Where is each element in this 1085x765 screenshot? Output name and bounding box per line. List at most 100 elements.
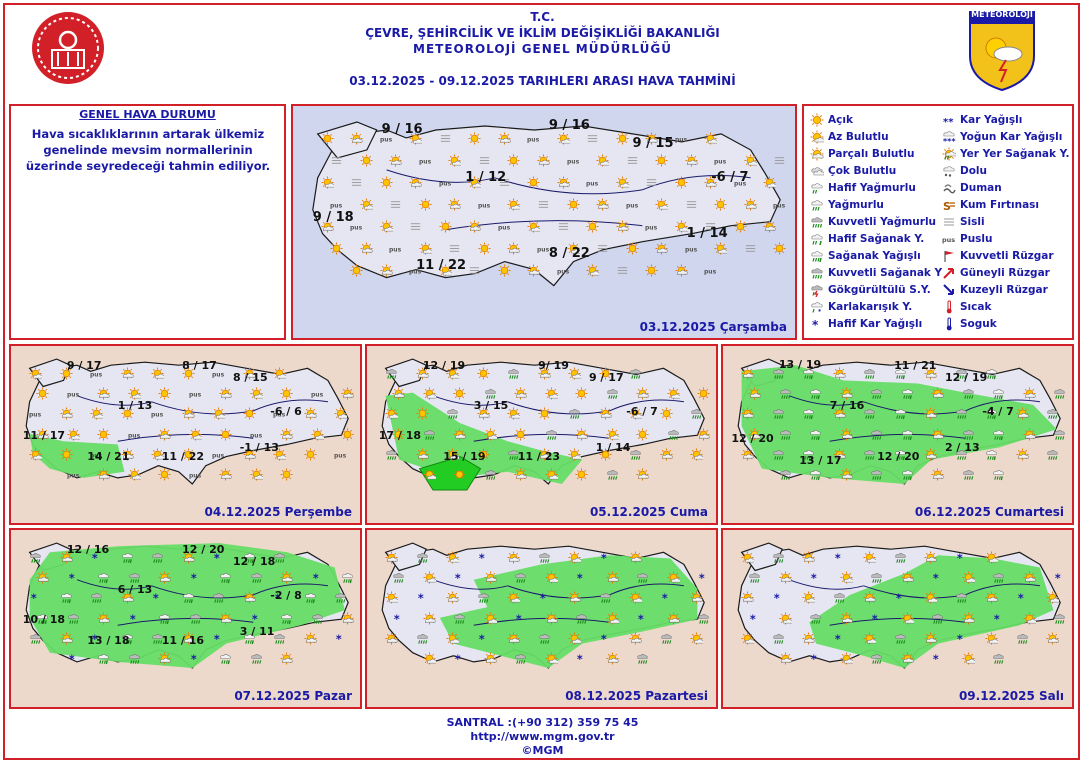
region-boundary	[829, 617, 966, 626]
sun-small-cloud-icon	[507, 405, 522, 424]
svg-text:pus: pus	[773, 202, 786, 209]
partly-cloudy-icon	[645, 130, 658, 149]
light-snow-icon: *	[90, 549, 103, 568]
heavy-shower-icon	[484, 466, 497, 485]
heavy-shower-icon	[809, 610, 822, 629]
region-boundary	[642, 175, 751, 191]
smoke-icon	[942, 181, 956, 195]
sun-icon	[714, 196, 727, 215]
legend-label: Kar Yağışlı	[960, 114, 1023, 126]
heavy-shower-icon	[151, 630, 164, 649]
partly-cloudy-icon	[392, 385, 405, 404]
sun-small-cloud-icon	[29, 446, 44, 465]
heavy-shower-icon	[599, 589, 612, 608]
fog-icon	[557, 218, 570, 237]
svg-text:*: *	[313, 572, 319, 584]
sun-small-cloud-icon	[446, 630, 461, 649]
svg-text:pus: pus	[567, 158, 580, 165]
haze-icon: pus	[773, 196, 786, 215]
sun-icon	[439, 218, 452, 237]
fog-icon	[350, 174, 363, 193]
sun-icon	[498, 262, 511, 281]
sun-small-cloud-icon	[741, 630, 756, 649]
region-boundary	[507, 401, 610, 415]
svg-text:pus: pus	[498, 224, 511, 231]
partly-cloudy-icon	[182, 405, 195, 424]
sun-small-cloud-icon	[360, 196, 375, 215]
partly-cloudy-icon	[690, 589, 704, 608]
heavy-shower-icon	[1053, 610, 1066, 629]
haze-icon: pus	[419, 152, 432, 171]
light-snow-icon: *	[151, 589, 164, 608]
heavy-shower-icon	[392, 569, 405, 588]
svg-text:pus: pus	[250, 432, 263, 439]
temperature-label: 2 / 13	[944, 441, 980, 455]
light-snow-icon: *	[599, 549, 612, 568]
svg-text:*: *	[896, 593, 902, 605]
partly-cloudy-icon	[655, 240, 668, 259]
haze-icon: pus	[67, 466, 80, 485]
light-snow-icon: *	[250, 610, 263, 629]
temperature-label: 11 / 23	[517, 450, 561, 464]
partly-cloudy-icon	[840, 426, 853, 445]
svg-text:*: *	[872, 613, 878, 625]
heavy-shower-icon	[250, 569, 263, 588]
legend-label: Soguk	[960, 318, 997, 330]
sun-small-cloud-icon	[714, 240, 729, 259]
partly-cloudy-icon	[840, 610, 853, 629]
svg-text:pus: pus	[685, 246, 698, 253]
svg-text:*: *	[699, 572, 705, 584]
heavy-shower-icon	[477, 589, 490, 608]
partly-cloudy-icon	[685, 152, 698, 171]
svg-text:*: *	[336, 633, 342, 645]
svg-text:*: *	[191, 572, 197, 584]
svg-text:*: *	[214, 633, 220, 645]
heavy-shower-icon	[189, 610, 202, 629]
partly-cloudy-icon	[660, 446, 673, 465]
sun-small-cloud-icon	[741, 549, 756, 568]
legend-item: Kuvvetli Sağanak Y	[810, 265, 942, 281]
legend-label: Az Bulutlu	[828, 131, 889, 143]
svg-text:*: *	[540, 593, 546, 605]
sun-icon	[158, 466, 171, 485]
shower-icon	[182, 589, 195, 608]
legend-label: Kuvvetli Sağanak Y	[828, 267, 943, 279]
partly-cloudy-icon	[36, 569, 49, 588]
heavy-shower-icon	[1053, 426, 1066, 445]
sun-small-cloud-icon	[151, 446, 166, 465]
sun-icon	[675, 174, 688, 193]
legend-item: Dolu	[942, 163, 987, 179]
legend-item: Kuvvetli Yağmurlu	[810, 214, 936, 230]
sun-small-cloud-icon	[250, 385, 265, 404]
shower-icon	[802, 365, 815, 384]
legend-item: Sisli	[942, 214, 985, 230]
sun-small-cloud-icon	[385, 405, 400, 424]
partly-cloudy-icon	[629, 549, 642, 568]
sun-small-cloud-icon	[690, 630, 705, 649]
fog-icon	[645, 174, 658, 193]
shower-icon	[901, 385, 914, 404]
partly-cloudy-icon	[1016, 446, 1029, 465]
partly-cloudy-icon	[833, 405, 846, 424]
sun-icon	[280, 385, 293, 404]
svg-text:pus: pus	[67, 472, 80, 479]
legend-item: Parçalı Bulutlu	[810, 146, 915, 162]
partly-cloudy-icon	[802, 630, 815, 649]
partly-cloudy-icon	[219, 385, 232, 404]
partly-cloudy-icon	[1023, 426, 1036, 445]
shower-icon	[341, 569, 354, 588]
header-directorate: METEOROLOJİ GENEL MÜDÜRLÜĞÜ	[413, 42, 672, 56]
footer-website[interactable]: http://www.mgm.gov.tr	[470, 730, 615, 743]
sun-small-cloud-icon	[419, 240, 434, 259]
sun-icon	[416, 405, 429, 424]
map-panel-day-7: ***************09.12.2025 Salı	[721, 528, 1074, 709]
shower-icon	[97, 569, 110, 588]
light-snow-icon: *	[273, 589, 286, 608]
temperature-label: 12 / 20	[731, 432, 774, 446]
haze-icon: pus	[675, 130, 688, 149]
sun-icon	[219, 426, 232, 445]
temperature-label: -6 / 7	[626, 404, 658, 418]
haze-icon: pus	[67, 385, 80, 404]
